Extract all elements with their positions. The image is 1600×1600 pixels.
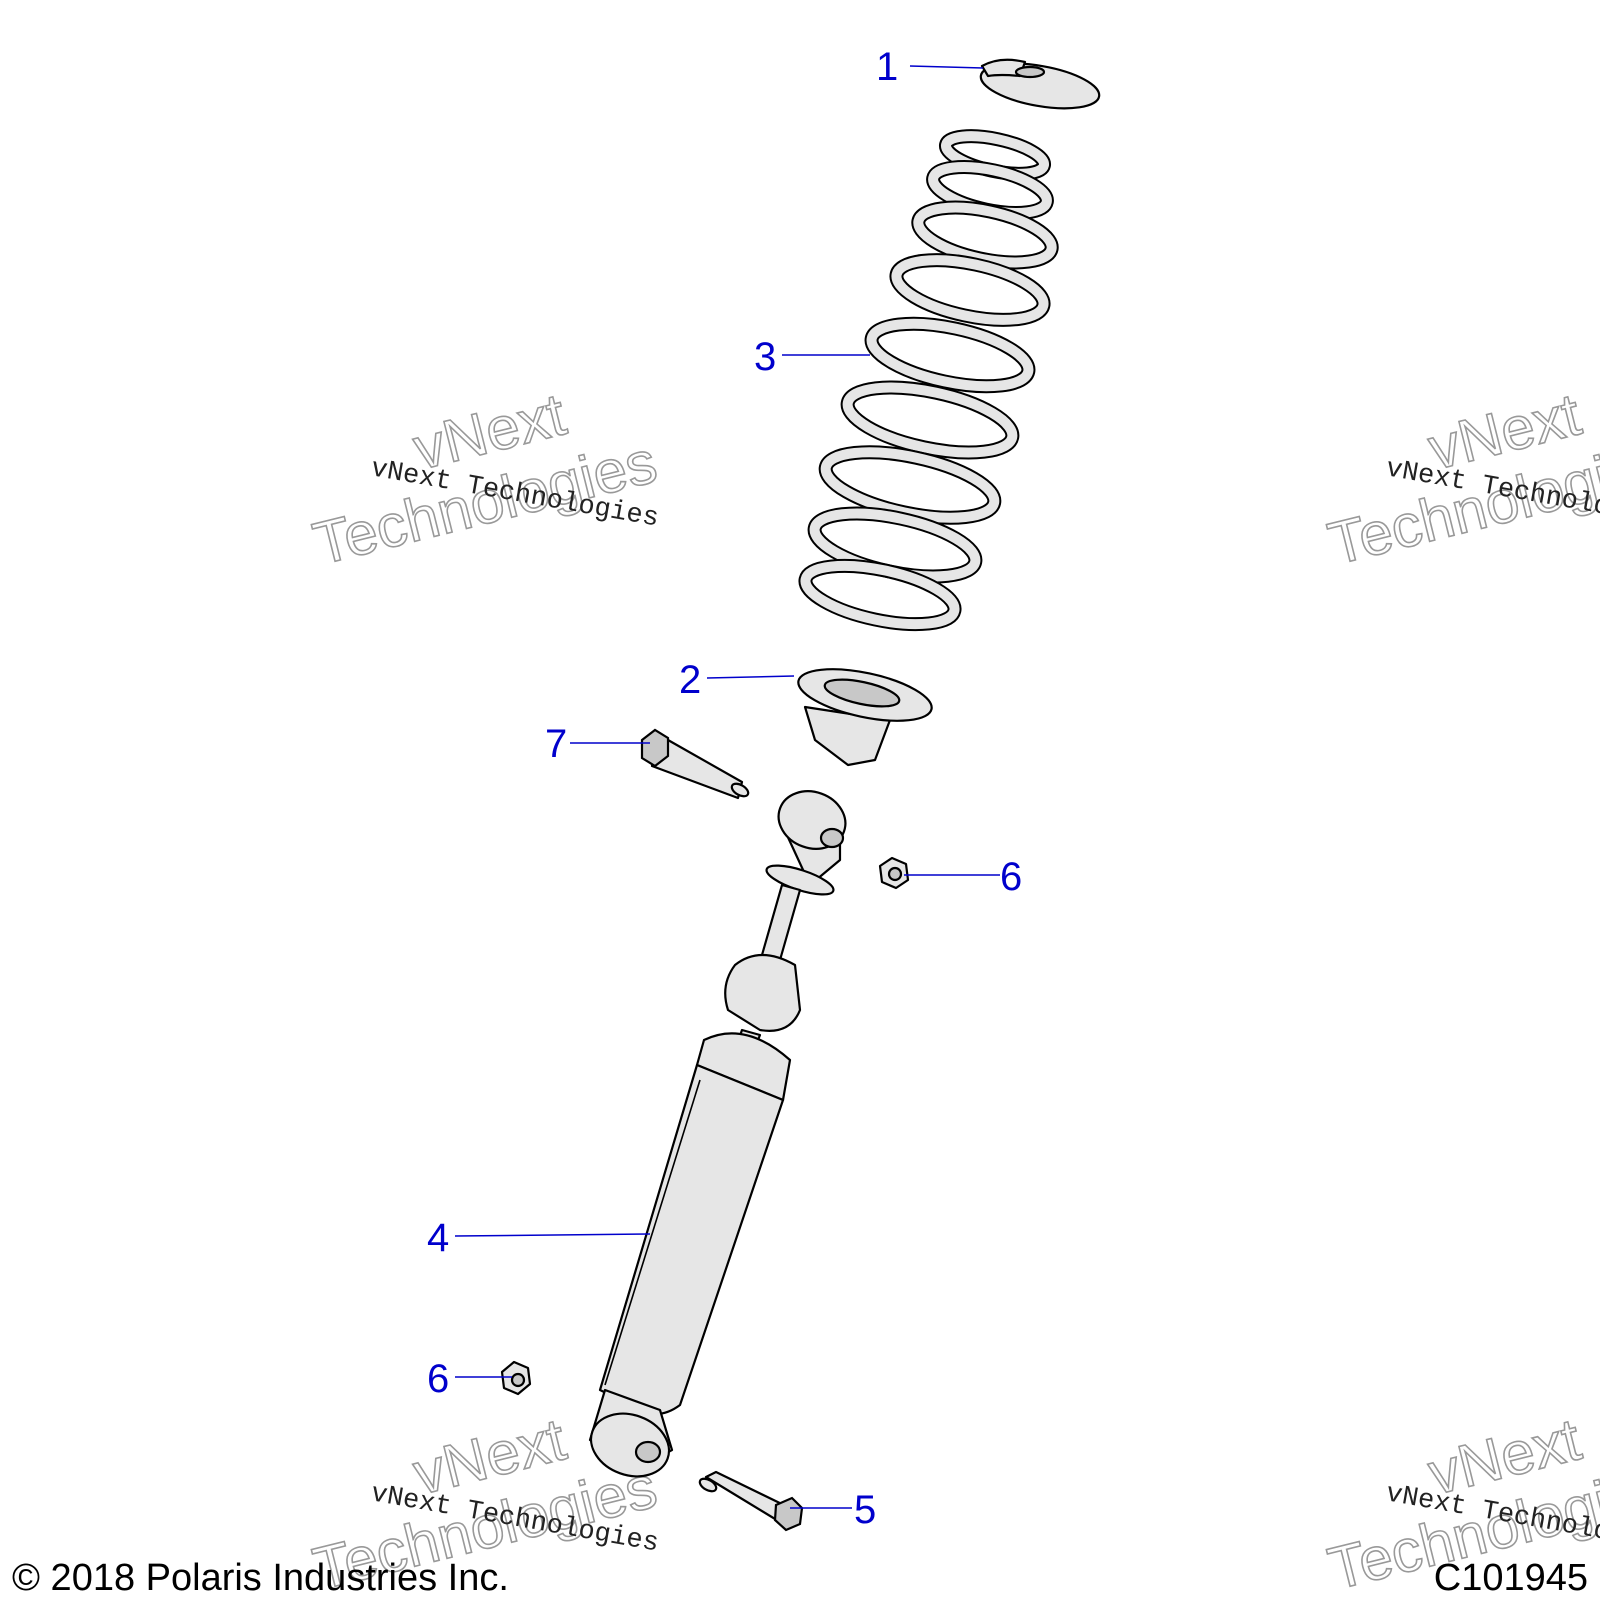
part-nut-upper bbox=[878, 856, 910, 890]
callout-7: 7 bbox=[545, 722, 567, 766]
callout-4: 4 bbox=[427, 1216, 449, 1260]
leader-4 bbox=[454, 1233, 651, 1237]
part-shock-absorber bbox=[588, 790, 847, 1478]
callout-6-upper: 6 bbox=[1000, 855, 1022, 899]
part-spring-seat bbox=[797, 668, 933, 767]
watermark-left-top: Technologies vNext vNext Technologies bbox=[306, 380, 664, 579]
callout-3: 3 bbox=[754, 335, 776, 379]
callout-5: 5 bbox=[854, 1488, 876, 1532]
callout-1: 1 bbox=[876, 45, 898, 89]
callout-6-lower: 6 bbox=[427, 1357, 449, 1401]
figure-id: C101945 bbox=[1434, 1557, 1588, 1599]
spring-coil-fill bbox=[891, 255, 1049, 325]
part-spring-retainer-top bbox=[979, 58, 1101, 110]
spring-coil-fill bbox=[800, 560, 960, 630]
part-upper-bolt bbox=[640, 728, 750, 800]
spring-coil-fill bbox=[842, 382, 1018, 458]
leader-1 bbox=[909, 65, 984, 69]
callout-2: 2 bbox=[679, 658, 701, 702]
part-lower-bolt bbox=[698, 1470, 804, 1532]
part-nut-lower bbox=[500, 1360, 532, 1396]
part-coil-spring bbox=[798, 129, 1059, 632]
watermark-right-top: Technologies vNext vNext Technologies bbox=[1321, 380, 1600, 579]
leader-2 bbox=[706, 675, 795, 679]
spring-coil-fill bbox=[866, 318, 1034, 392]
copyright-text: © 2018 Polaris Industries Inc. bbox=[12, 1557, 509, 1599]
leader-lines bbox=[454, 65, 1000, 1509]
callout-numbers: 1 3 2 7 6 4 6 5 bbox=[427, 45, 1022, 1532]
